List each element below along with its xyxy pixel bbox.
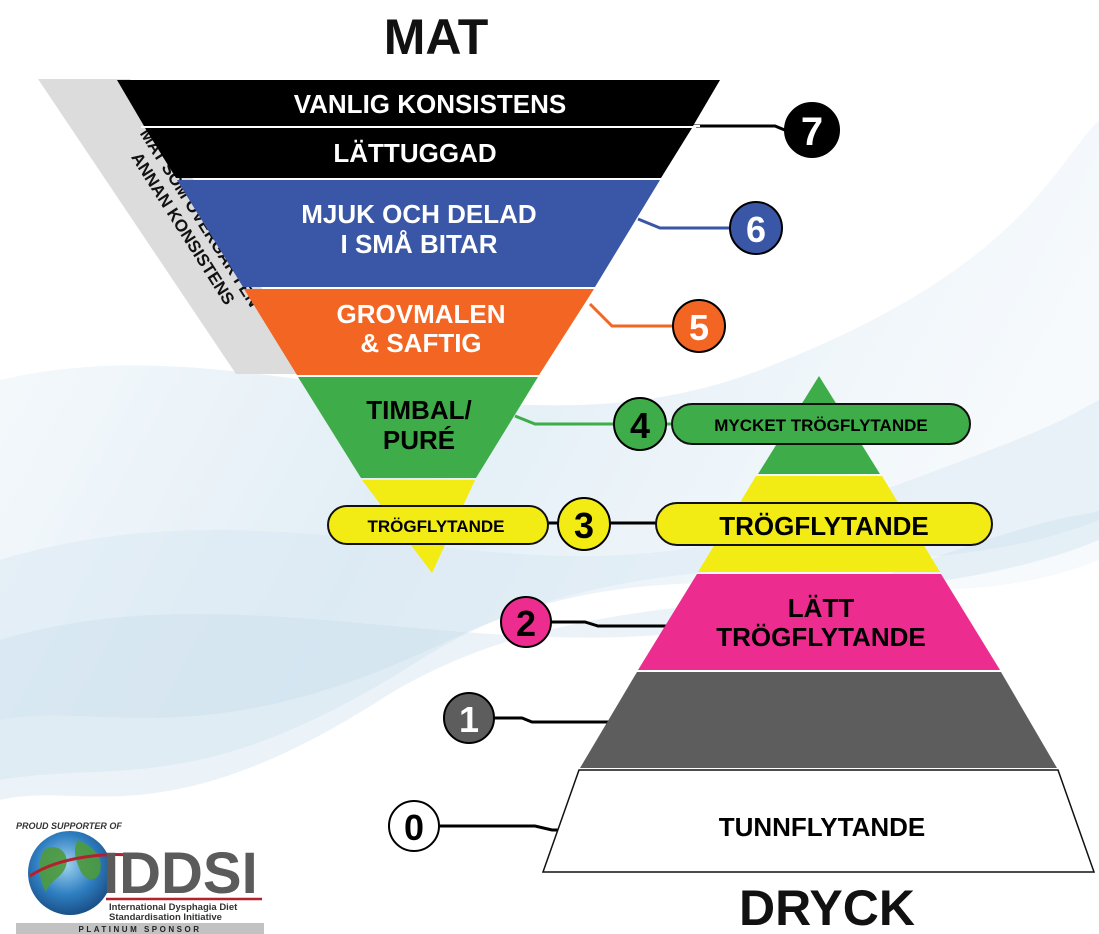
food-title: MAT (384, 9, 489, 65)
food-label-6-line-2: I SMÅ BITAR (341, 229, 498, 259)
pill-mycket-trogflytande-label: MYCKET TRÖGFLYTANDE (714, 416, 927, 435)
drink-label-2-line-1: LÄTT (788, 593, 855, 623)
globe-icon (28, 831, 141, 915)
drink-triangle: LÄTT TRÖGFLYTANDE TUNNFLYTANDE (541, 376, 1096, 873)
badge-level-5: 5 (672, 299, 726, 353)
iddsi-logo: PROUD SUPPORTER OF IDDSI International D… (16, 821, 264, 934)
svg-text:2: 2 (516, 603, 536, 644)
logo-full-name-line-2: Standardisation Initiative (109, 912, 222, 923)
connector-6 (637, 217, 735, 230)
badge-level-4: 4 (613, 397, 667, 451)
food-triangle: VANLIG KONSISTENS LÄTTUGGAD MJUK OCH DEL… (117, 80, 720, 573)
badge-level-2: 2 (500, 596, 552, 648)
connector-5 (588, 302, 680, 328)
pill-trogflytande-food: TRÖGFLYTANDE (327, 505, 549, 545)
pill-trogflytande-drink-label: TRÖGFLYTANDE (719, 511, 928, 541)
food-level-7-easy-to-chew (145, 128, 692, 178)
svg-text:1: 1 (459, 699, 479, 740)
food-label-4-line-1: TIMBAL/ (366, 395, 471, 425)
badge-level-1: 1 (443, 692, 495, 744)
pill-trogflytande-drink: TRÖGFLYTANDE (655, 502, 993, 546)
drink-label-2-line-2: TRÖGFLYTANDE (716, 622, 925, 652)
pill-trogflytande-food-label: TRÖGFLYTANDE (368, 517, 505, 536)
food-label-5-line-1: GROVMALEN (337, 299, 506, 329)
drink-label-0: TUNNFLYTANDE (719, 812, 926, 842)
drink-title: DRYCK (739, 880, 915, 934)
connector-7 (690, 124, 793, 135)
drink-level-0 (541, 769, 1096, 873)
level-badges: 7 6 5 4 3 2 1 0 (388, 102, 840, 852)
food-label-7a: VANLIG KONSISTENS (294, 89, 567, 119)
svg-text:6: 6 (746, 209, 766, 250)
svg-text:3: 3 (574, 505, 594, 546)
food-label-7b: LÄTTUGGAD (333, 138, 496, 168)
svg-text:5: 5 (689, 307, 709, 348)
food-level-7-regular (117, 80, 720, 126)
logo-name: IDDSI (103, 841, 258, 906)
food-label-6-line-1: MJUK OCH DELAD (301, 199, 536, 229)
logo-sponsor-text: PLATINUM SPONSOR (79, 925, 202, 934)
svg-text:4: 4 (630, 405, 650, 446)
badge-level-7: 7 (784, 102, 840, 158)
food-label-5-line-2: & SAFTIG (360, 328, 481, 358)
badge-level-3: 3 (557, 497, 611, 551)
connector-2 (546, 620, 666, 628)
drink-level-1 (580, 672, 1057, 768)
drink-level-2 (638, 574, 1000, 670)
pill-mycket-trogflytande: MYCKET TRÖGFLYTANDE (671, 403, 971, 445)
food-level-4 (298, 377, 538, 478)
svg-text:0: 0 (404, 807, 424, 848)
badge-level-0: 0 (388, 800, 440, 852)
connector-1 (488, 716, 629, 724)
svg-text:7: 7 (801, 110, 823, 154)
food-level-5 (244, 289, 594, 375)
food-level-6 (177, 180, 660, 287)
logo-supporter-text: PROUD SUPPORTER OF (16, 821, 122, 831)
badge-level-6: 6 (729, 201, 783, 255)
food-label-4-line-2: PURÉ (383, 425, 455, 455)
logo-full-name-line-1: International Dysphagia Diet (109, 902, 238, 913)
